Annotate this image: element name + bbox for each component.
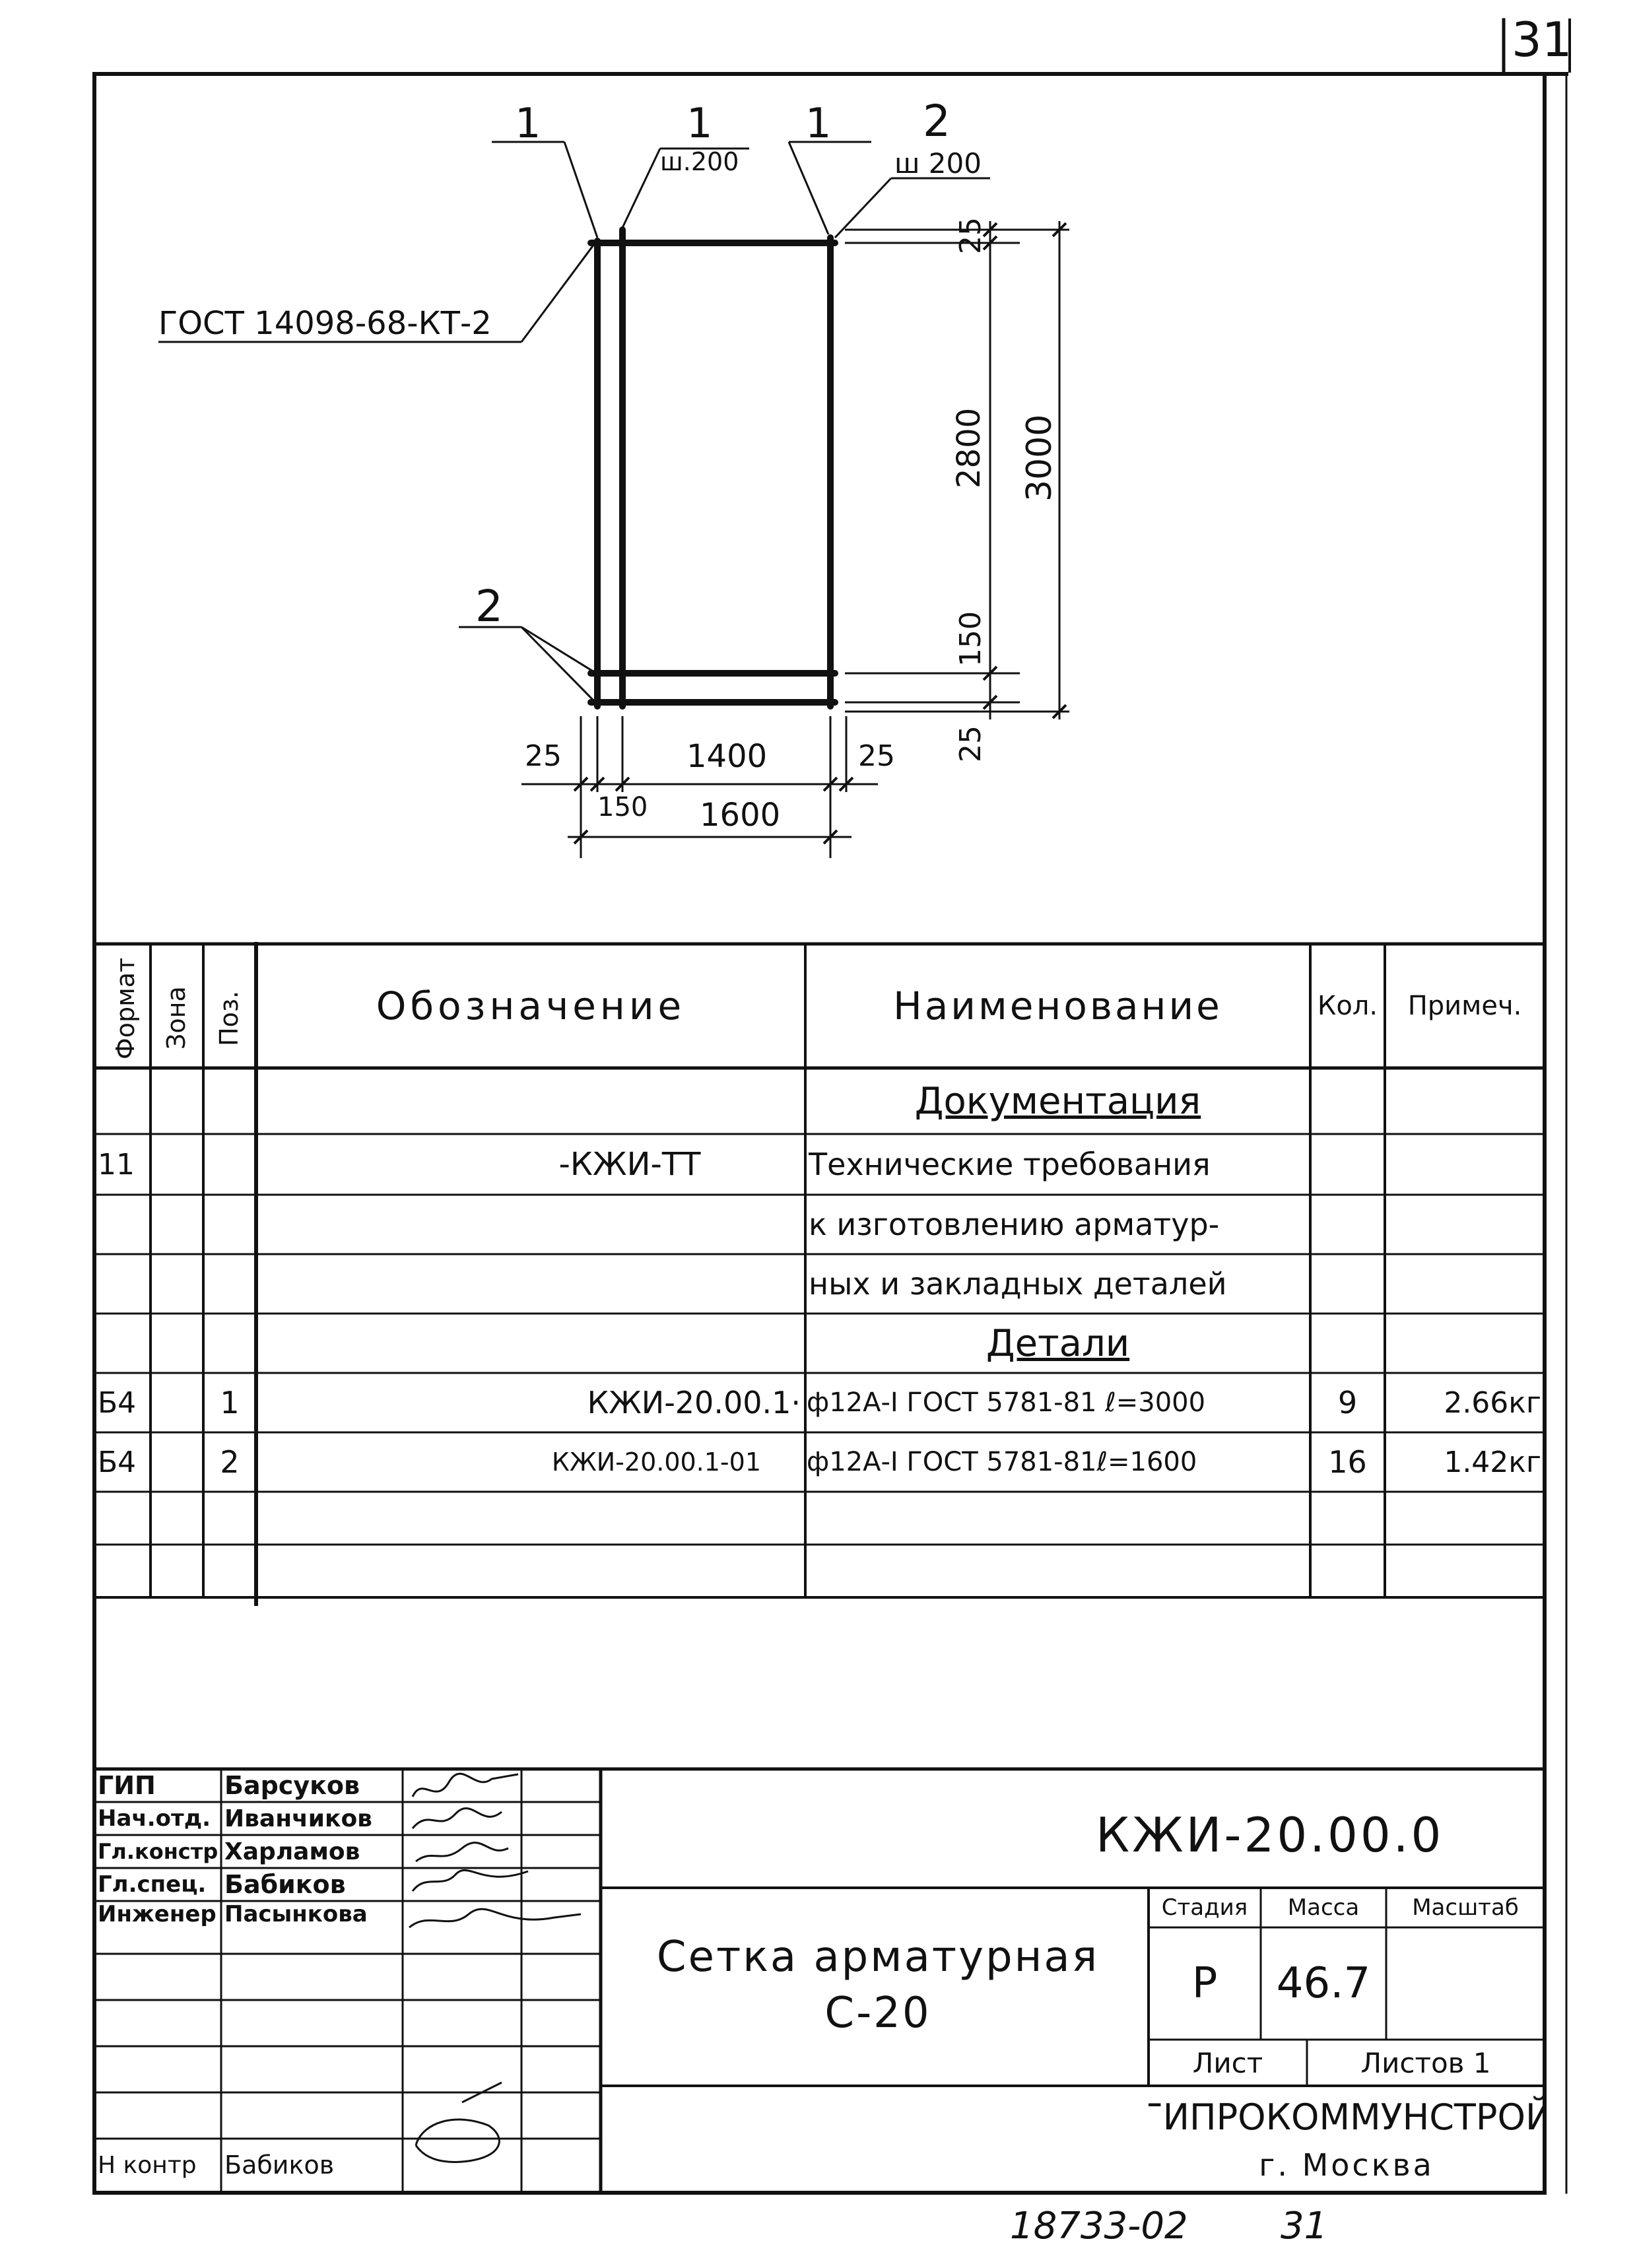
doc-row-name-line3: ных и закладных деталей <box>809 1266 1227 1302</box>
part-row-1-qty: 9 <box>1337 1385 1358 1420</box>
dim-bottom-offset: 25 <box>954 725 987 762</box>
doc-row-name-line2: к изготовлению арматур- <box>809 1207 1220 1242</box>
stage-value: Р <box>1191 1959 1218 2008</box>
step-label-mid: ш.200 <box>660 147 739 176</box>
part-row-2-format: Б4 <box>98 1445 137 1479</box>
header-qty: Кол. <box>1317 991 1378 1021</box>
mass-label: Масса <box>1287 1894 1360 1921</box>
signer-5-role: Инженер <box>98 1901 217 1927</box>
mesh-annotations <box>158 141 1069 858</box>
signer-5-name: Пасынкова <box>224 1901 368 1927</box>
doc-row-designation: -КЖИ-ТТ <box>558 1146 701 1183</box>
signer-4-role: Гл.спец. <box>98 1871 207 1898</box>
stage-label: Стадия <box>1161 1894 1248 1921</box>
weld-standard-label: ГОСТ 14098-68-КТ-2 <box>158 305 492 342</box>
callout-pos2-bottom: 2 <box>475 581 503 632</box>
dim-top-offset: 25 <box>954 217 987 254</box>
signer-2-role: Нач.отд. <box>98 1805 211 1832</box>
organization-city: г. Москва <box>1259 2147 1434 2183</box>
document-code: КЖИ-20.00.0 <box>1096 1807 1444 1863</box>
dim-bottom-gap: 150 <box>954 611 987 667</box>
signer-1-role: ГИП <box>98 1771 156 1800</box>
signer-3-role: Гл.констр <box>98 1839 218 1864</box>
signer-2-name: Иванчиков <box>224 1805 372 1832</box>
part-row-2-note: 1.42кг <box>1444 1445 1541 1479</box>
part-row-2-designation: КЖИ-20.00.1-01 <box>551 1448 761 1477</box>
header-zone: Зона <box>162 986 191 1050</box>
section-documentation-label: Документация <box>914 1079 1201 1123</box>
dim-total-height: 3000 <box>1020 414 1059 502</box>
footer-doc-number: 18733-02 <box>1010 2205 1188 2248</box>
dim-right-offset: 25 <box>858 739 895 773</box>
signer-4-name: Бабиков <box>224 1870 346 1899</box>
callout-pos1-right: 1 <box>805 99 832 147</box>
callout-pos1-mid: 1 <box>686 99 713 147</box>
section-documentation: Документация <box>805 1068 1310 1134</box>
callout-pos1-left: 1 <box>515 99 541 147</box>
sheet-label: Лист <box>1192 2046 1263 2079</box>
footer-page: 31 <box>1281 2205 1328 2248</box>
sheet-number: 31 <box>1512 12 1572 67</box>
doc-row-name-line1: Технические требования <box>809 1147 1211 1182</box>
dim-inner-width: 1400 <box>686 738 768 775</box>
header-format: Формат <box>111 957 140 1059</box>
header-name: Наименование <box>893 984 1222 1028</box>
doc-row-format: 11 <box>98 1147 135 1182</box>
part-row-1-format: Б4 <box>98 1385 137 1420</box>
part-row-2-qty: 16 <box>1328 1444 1367 1480</box>
signature-marks <box>409 1772 582 2163</box>
scale-label: Масштаб <box>1412 1894 1519 1921</box>
mass-value: 46.7 <box>1276 1959 1371 2008</box>
header-pos: Поз. <box>215 990 244 1046</box>
part-row-1-pos: 1 <box>220 1385 240 1420</box>
part-row-1-designation: КЖИ-20.00.1· <box>587 1385 801 1420</box>
header-designation: Обозначение <box>376 984 686 1028</box>
dim-inner-height: 2800 <box>951 407 987 488</box>
norm-control-name: Бабиков <box>224 2151 335 2180</box>
part-row-1-name: ф12А-I ГОСТ 5781-81 ℓ=3000 <box>807 1387 1206 1418</box>
drawing-title-line2: С-20 <box>824 1989 931 2038</box>
section-parts-label: Детали <box>986 1321 1130 1365</box>
drawing-title-line1: Сетка арматурная <box>656 1933 1100 1982</box>
sheets-count-label: Листов 1 <box>1360 2046 1491 2079</box>
dim-left-gap: 150 <box>597 792 648 822</box>
callout-pos2-top: 2 <box>923 96 951 147</box>
step-label-right: ш 200 <box>894 147 982 180</box>
part-row-2-name: ф12А-I ГОСТ 5781-81ℓ=1600 <box>807 1447 1197 1477</box>
signer-1-name: Барсуков <box>224 1771 360 1800</box>
organization-name: ГИПРОКОММУНСТРОЙ <box>1149 2096 1545 2138</box>
section-parts: Детали <box>805 1314 1310 1373</box>
norm-control-role: Н контр <box>98 2151 197 2179</box>
dim-total-width: 1600 <box>700 797 781 834</box>
part-row-1-note: 2.66кг <box>1444 1385 1541 1420</box>
part-row-2-pos: 2 <box>220 1444 240 1480</box>
dim-left-offset: 25 <box>525 739 562 773</box>
header-note: Примеч. <box>1407 991 1522 1021</box>
signer-3-name: Харламов <box>224 1838 360 1865</box>
mesh-drawing <box>587 226 838 710</box>
